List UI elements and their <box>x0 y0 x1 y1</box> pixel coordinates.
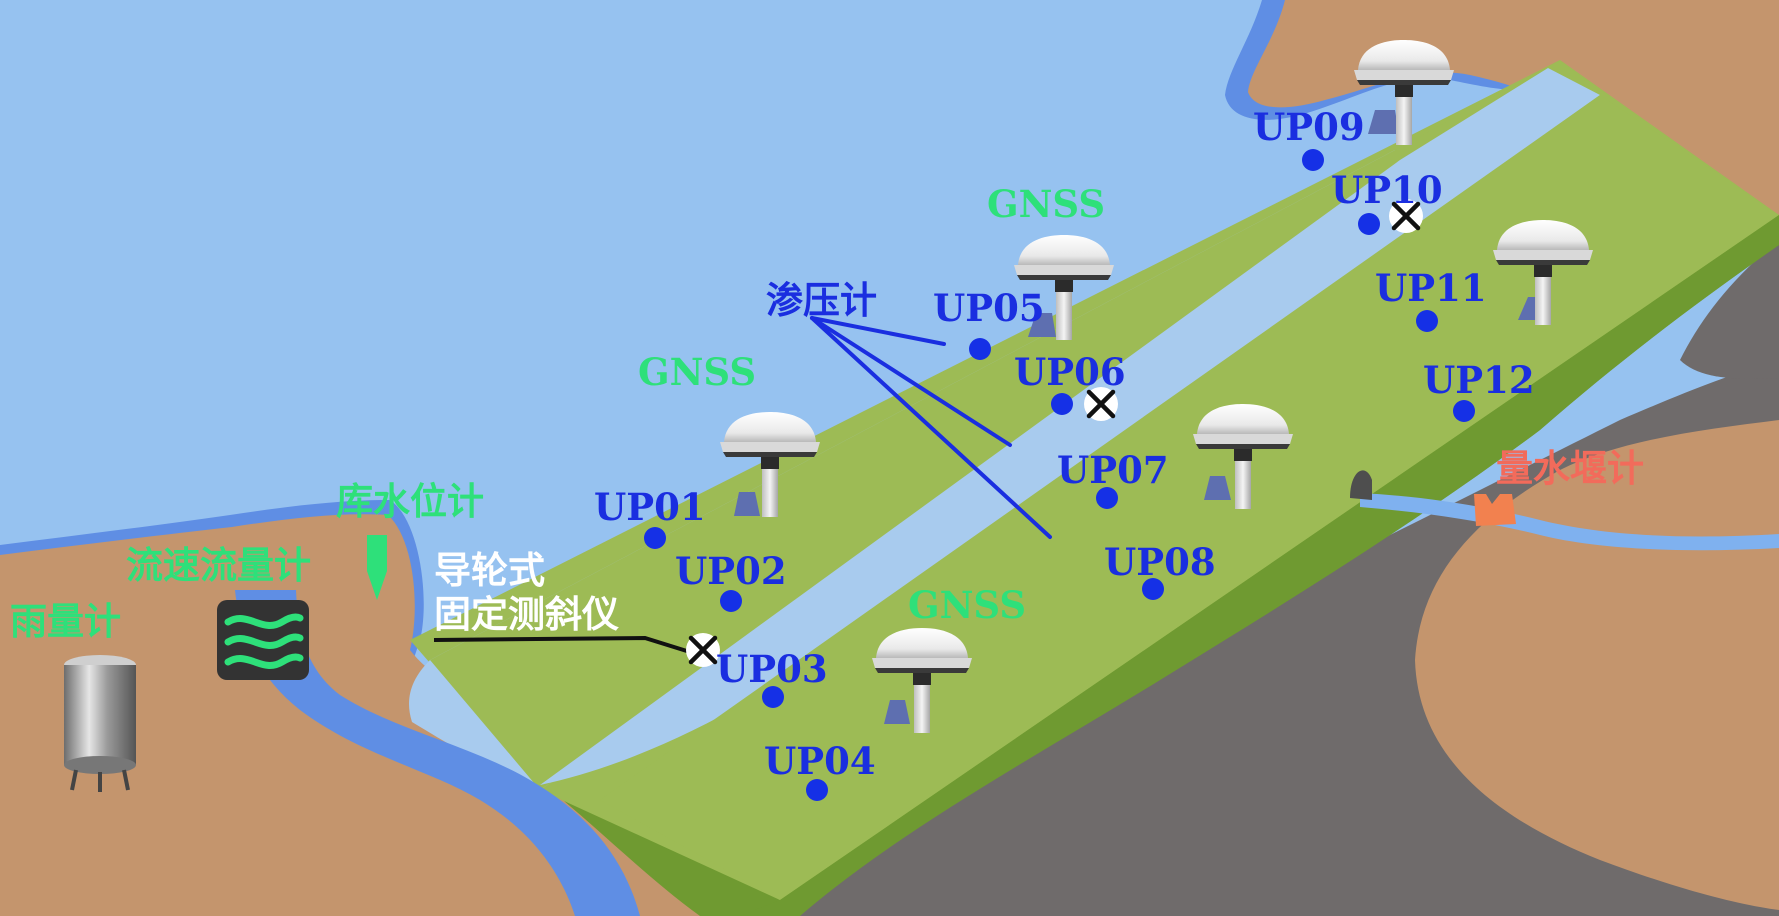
point-label-up09: UP09 <box>1253 105 1365 149</box>
right-grey-slope <box>1680 240 1779 379</box>
point-label-up03: UP03 <box>716 647 828 691</box>
point-label-up07: UP07 <box>1057 448 1169 492</box>
point-label-up08: UP08 <box>1104 540 1216 584</box>
point-up05 <box>969 338 991 360</box>
point-up03 <box>762 686 784 708</box>
point-label-up01: UP01 <box>594 485 706 529</box>
point-up02 <box>720 590 742 612</box>
middle-green-strip <box>430 60 1560 790</box>
water-level-icon <box>367 535 387 600</box>
rain-gauge-label: 雨量计 <box>10 600 121 643</box>
point-label-up12: UP12 <box>1423 358 1535 402</box>
left-stream <box>235 590 640 916</box>
point-up07 <box>1096 487 1118 509</box>
point-up11 <box>1416 310 1438 332</box>
drain-outlet <box>1350 470 1372 500</box>
piezometer-lines <box>810 316 1052 539</box>
weir-label: 量水堰计 <box>1496 447 1644 490</box>
point-up06 <box>1051 393 1073 415</box>
point-up09 <box>1302 149 1324 171</box>
flow-meter-label: 流速流量计 <box>126 544 311 587</box>
gnss-label: GNSS <box>638 350 757 394</box>
point-up08 <box>1142 578 1164 600</box>
inclinometer-label-line1: 导轮式 <box>434 549 545 592</box>
gnss-label: GNSS <box>987 182 1106 226</box>
gnss-label: GNSS <box>908 583 1027 627</box>
inclinometer-icon <box>686 633 720 667</box>
piezometer-label: 渗压计 <box>766 279 877 322</box>
inclinometer-label-line2: 固定测斜仪 <box>434 593 619 636</box>
water-level-label: 库水位计 <box>336 480 484 523</box>
point-up12 <box>1453 400 1475 422</box>
point-label-up02: UP02 <box>675 549 787 593</box>
point-label-up05: UP05 <box>933 286 1045 330</box>
point-up10 <box>1358 213 1380 235</box>
point-label-up11: UP11 <box>1375 266 1487 310</box>
lower-green-strip <box>600 95 1779 900</box>
point-label-up10: UP10 <box>1331 168 1443 212</box>
point-up01 <box>644 527 666 549</box>
inclinometer-leader <box>433 635 691 654</box>
measuring-points <box>644 149 1475 801</box>
right-stream <box>1360 493 1779 551</box>
point-up04 <box>806 779 828 801</box>
point-label-up04: UP04 <box>764 739 876 783</box>
weir-icon <box>1474 494 1516 526</box>
rain-gauge-icon <box>64 655 136 792</box>
lower-blue-belt <box>540 68 1600 785</box>
flow-meter-icon <box>217 600 309 680</box>
point-label-up06: UP06 <box>1014 350 1126 394</box>
